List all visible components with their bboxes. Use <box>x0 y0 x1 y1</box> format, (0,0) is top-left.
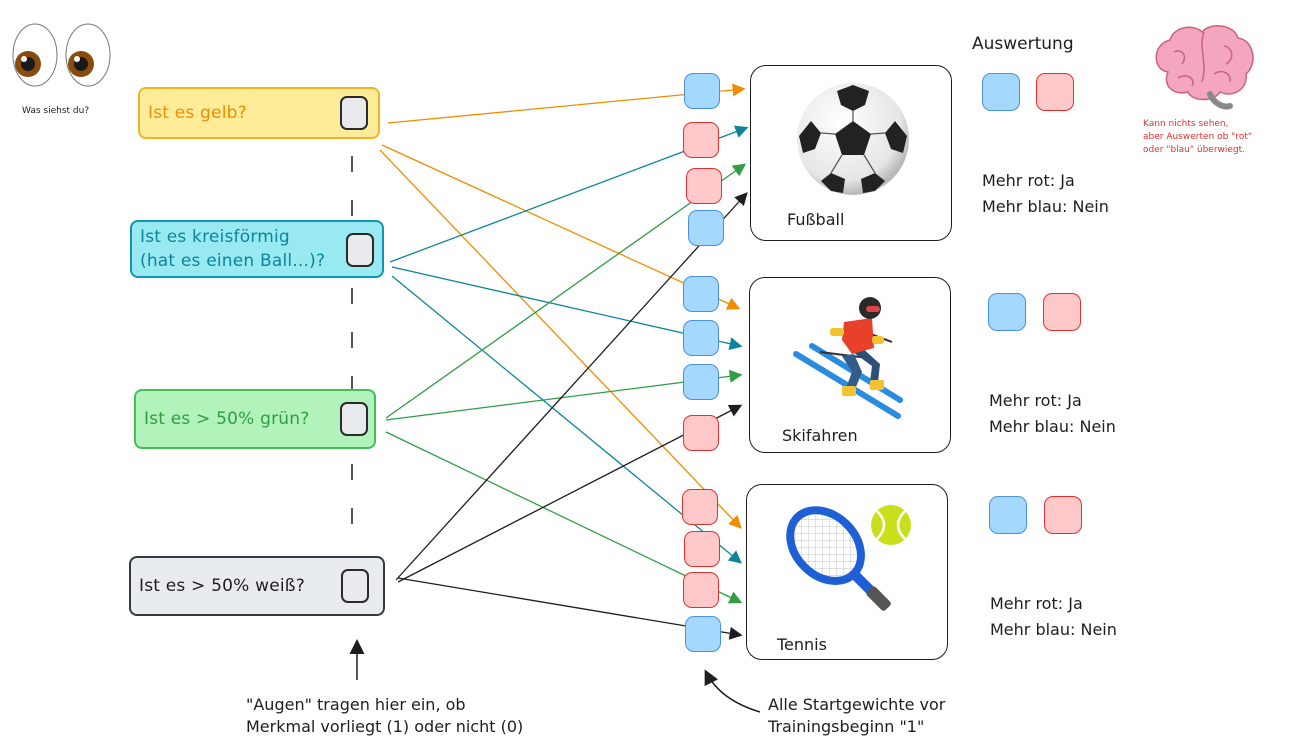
weight-kreis-skifahren[interactable] <box>683 320 719 356</box>
brain-note: Kann nichts sehen, aber Auswerten ob "ro… <box>1143 118 1252 157</box>
eyes-icon <box>10 22 114 88</box>
weight-gelb-skifahren[interactable] <box>683 276 719 312</box>
card-tennis-label: Tennis <box>777 635 827 654</box>
weight-weiss-tennis[interactable] <box>685 616 721 652</box>
eyes-caption: Was siehst du? <box>22 106 90 116</box>
card-skifahren: Skifahren <box>749 277 951 453</box>
weight-kreis-tennis[interactable] <box>684 531 720 567</box>
result-tennis-blau: Mehr blau: Nein <box>990 620 1117 639</box>
question-kreis-checkbox[interactable] <box>346 233 374 267</box>
eyes-note: "Augen" tragen hier ein, ob Merkmal vorl… <box>246 694 523 738</box>
question-kreisfoermig: Ist es kreisförmig (hat es einen Ball...… <box>130 220 384 278</box>
question-weiss-label: Ist es > 50% weiß? <box>139 576 305 596</box>
question-weiss: Ist es > 50% weiß? <box>129 556 385 616</box>
question-gruen: Ist es > 50% grün? <box>134 389 376 449</box>
weight-weiss-fussball[interactable] <box>688 210 724 246</box>
output-tennis-red[interactable] <box>1044 496 1082 534</box>
brain-note-line1: Kann nichts sehen, <box>1143 119 1229 129</box>
brain-note-line3: oder "blau" überwiegt. <box>1143 145 1246 155</box>
weight-gelb-tennis[interactable] <box>682 489 718 525</box>
question-weiss-checkbox[interactable] <box>341 569 369 603</box>
question-kreis-label-1: Ist es kreisförmig <box>140 227 290 247</box>
question-gelb: Ist es gelb? <box>138 87 380 139</box>
output-skifahren-blue[interactable] <box>988 293 1026 331</box>
weights-note: Alle Startgewichte vor Trainingsbeginn "… <box>768 694 945 738</box>
card-tennis: Tennis <box>746 484 948 660</box>
result-fussball-blau: Mehr blau: Nein <box>982 197 1109 216</box>
result-tennis-rot: Mehr rot: Ja <box>990 594 1083 613</box>
skier-icon <box>790 292 910 426</box>
question-kreis-label-2: (hat es einen Ball...)? <box>140 251 326 271</box>
output-fussball-red[interactable] <box>1036 73 1074 111</box>
arrow-weights-note <box>704 669 761 713</box>
weight-gelb-fussball[interactable] <box>684 73 720 109</box>
soccer-ball-icon <box>795 81 911 201</box>
result-skifahren-blau: Mehr blau: Nein <box>989 417 1116 436</box>
eyes-note-line1: "Augen" tragen hier ein, ob <box>246 695 466 714</box>
result-fussball: Mehr rot: Ja Mehr blau: Nein <box>982 168 1109 220</box>
card-fussball-label: Fußball <box>787 210 845 229</box>
edge-gelb-tennis <box>379 149 742 529</box>
weights-note-line2: Trainingsbeginn "1" <box>768 717 925 736</box>
weight-gruen-fussball[interactable] <box>686 168 722 204</box>
weight-kreis-fussball[interactable] <box>683 122 719 158</box>
weight-gruen-skifahren[interactable] <box>683 364 719 400</box>
edge-weiss-fussball <box>395 192 748 581</box>
edge-gruen-skifahren <box>385 369 743 421</box>
output-fussball-blue[interactable] <box>982 73 1020 111</box>
brain-icon <box>1148 22 1258 112</box>
output-tennis-blue[interactable] <box>989 496 1027 534</box>
weights-note-line1: Alle Startgewichte vor <box>768 695 946 714</box>
edge-gruen-fussball <box>385 163 747 419</box>
weight-gruen-tennis[interactable] <box>683 572 719 608</box>
edge-gelb-skifahren <box>381 144 741 310</box>
eyes-note-line2: Merkmal vorliegt (1) oder nicht (0) <box>246 717 524 736</box>
result-tennis: Mehr rot: Ja Mehr blau: Nein <box>990 591 1117 643</box>
card-fussball: Fußball <box>750 65 952 241</box>
result-skifahren: Mehr rot: Ja Mehr blau: Nein <box>989 388 1116 440</box>
result-skifahren-rot: Mehr rot: Ja <box>989 391 1082 410</box>
question-gelb-label: Ist es gelb? <box>148 103 247 123</box>
edge-weiss-tennis <box>397 577 743 640</box>
evaluation-title: Auswertung <box>972 34 1074 54</box>
question-gruen-label: Ist es > 50% grün? <box>144 409 310 429</box>
output-skifahren-red[interactable] <box>1043 293 1081 331</box>
brain-note-line2: aber Auswerten ob "rot" <box>1143 132 1253 142</box>
tennis-racket-ball-icon <box>779 499 929 635</box>
edge-gruen-tennis <box>385 431 743 604</box>
card-skifahren-label: Skifahren <box>782 426 858 445</box>
edge-gelb-fussball <box>387 83 746 124</box>
edge-kreis-skifahren <box>391 266 743 351</box>
result-fussball-rot: Mehr rot: Ja <box>982 171 1075 190</box>
question-gelb-checkbox[interactable] <box>340 96 368 130</box>
question-gruen-checkbox[interactable] <box>340 402 368 436</box>
weight-weiss-skifahren[interactable] <box>683 415 719 451</box>
